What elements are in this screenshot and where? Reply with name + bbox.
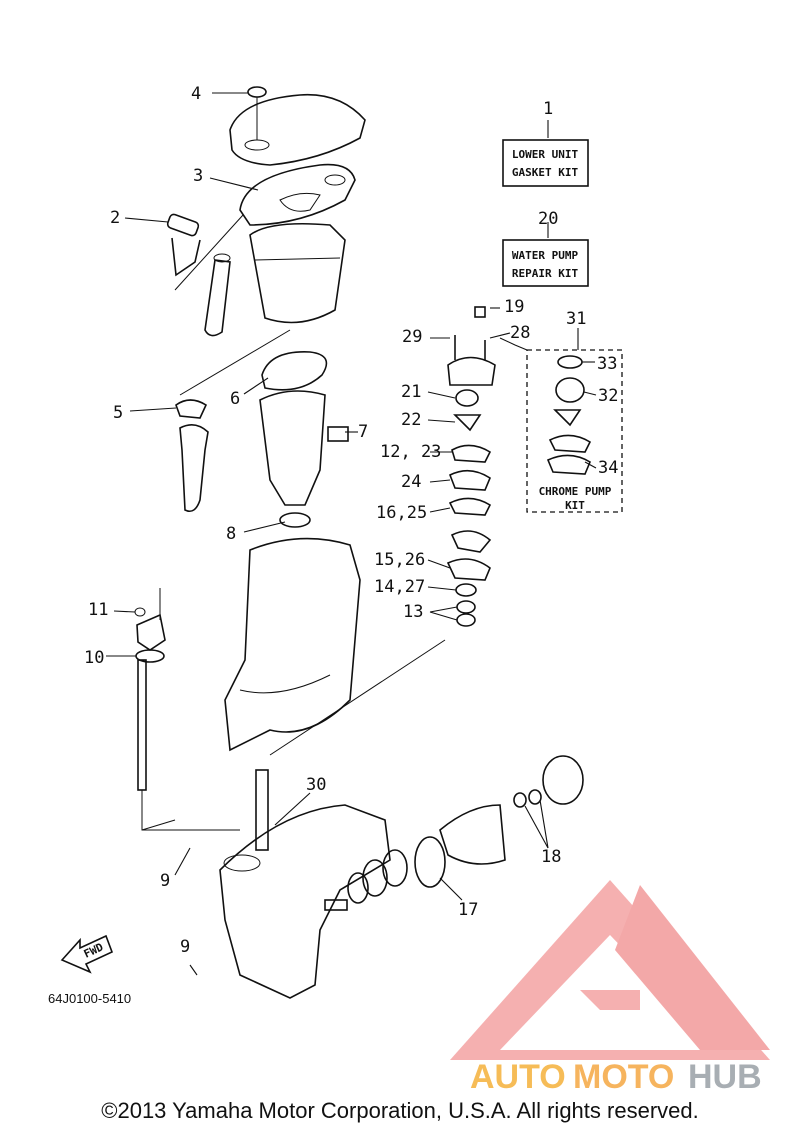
callout-1: 1 (543, 99, 553, 119)
callout-31: 31 (566, 309, 586, 329)
callout-10: 10 (84, 648, 104, 668)
watermark-hub: HUB (688, 1058, 762, 1096)
part-retainer-10-11 (134, 588, 166, 663)
callout-30: 30 (306, 775, 326, 795)
part-exhaust-guide (259, 390, 349, 506)
callout-5: 5 (113, 403, 123, 423)
callout-3: 3 (193, 166, 203, 186)
kit-label-line1: LOWER UNIT (512, 148, 579, 161)
chrome-pump-kit-box (526, 349, 623, 513)
copyright-notice: ©2013 Yamaha Motor Corporation, U.S.A. A… (101, 1098, 699, 1123)
callout-6: 6 (230, 389, 240, 409)
callout-18: 18 (541, 847, 561, 867)
part-prop-shaft-housing (414, 755, 584, 888)
kit-label-line2: REPAIR KIT (512, 267, 579, 280)
fwd-label: FWD (82, 940, 106, 960)
chrome-pump-kit-group (526, 349, 623, 513)
part-lower-case (219, 804, 391, 999)
diagram-code: 64J0100-5410 (48, 991, 131, 1006)
callout-20: 20 (538, 209, 558, 229)
part-top-cover (229, 86, 366, 166)
lower-unit-gasket-kit-label: LOWER UNIT GASKET KIT (502, 139, 589, 187)
kit-label-line2: GASKET KIT (512, 166, 579, 179)
chrome-pump-kit-line2: KIT (565, 499, 585, 512)
part-grommet-5 (175, 399, 209, 513)
part-drive-shaft (255, 769, 269, 851)
part-gasket-3 (239, 163, 356, 226)
callout-4: 4 (191, 84, 201, 104)
callouts: 4 3 2 5 6 7 8 11 10 9 9 1 20 19 29 28 31… (84, 84, 618, 957)
part-upper-casing (249, 222, 346, 324)
callout-33: 33 (597, 354, 617, 374)
part-water-pump-stack (446, 306, 496, 627)
callout-8: 8 (226, 524, 236, 544)
part-gasket-6 (261, 351, 328, 391)
callout-12-23: 12, 23 (380, 442, 441, 462)
part-bracket-2 (166, 213, 201, 277)
callout-34: 34 (598, 458, 618, 478)
callout-13: 13 (403, 602, 423, 622)
part-bearings (324, 849, 408, 911)
callout-15-26: 15,26 (374, 550, 425, 570)
part-shift-rod (137, 659, 147, 791)
callout-2: 2 (110, 208, 120, 228)
callout-9b: 9 (180, 937, 190, 957)
callout-14-27: 14,27 (374, 577, 425, 597)
part-seal-8 (279, 512, 311, 528)
watermark-auto: AUTO (470, 1058, 566, 1096)
part-water-tube (204, 259, 231, 337)
callout-16-25: 16,25 (376, 503, 427, 523)
callout-29: 29 (402, 327, 422, 347)
callout-11: 11 (88, 600, 108, 620)
part-driveshaft-housing (224, 537, 361, 752)
leader-lines (106, 92, 597, 976)
callout-21: 21 (401, 382, 421, 402)
watermark-moto: MOTO (573, 1058, 674, 1096)
callout-7: 7 (358, 422, 368, 442)
callout-9a: 9 (160, 871, 170, 891)
callout-24: 24 (401, 472, 421, 492)
callout-28: 28 (510, 323, 530, 343)
callout-22: 22 (401, 410, 421, 430)
fwd-arrow-icon: FWD (60, 934, 114, 974)
callout-19: 19 (504, 297, 524, 317)
callout-17: 17 (458, 900, 478, 920)
kit-label-line1: WATER PUMP (512, 249, 579, 262)
water-pump-repair-kit-label: WATER PUMP REPAIR KIT (502, 239, 589, 287)
automotohub-watermark: AUTO MOTO HUB (450, 880, 770, 1096)
chrome-pump-kit-line1: CHROME PUMP (539, 485, 612, 498)
callout-32: 32 (598, 386, 618, 406)
parts-diagram: AUTO MOTO HUB (48, 84, 770, 1096)
